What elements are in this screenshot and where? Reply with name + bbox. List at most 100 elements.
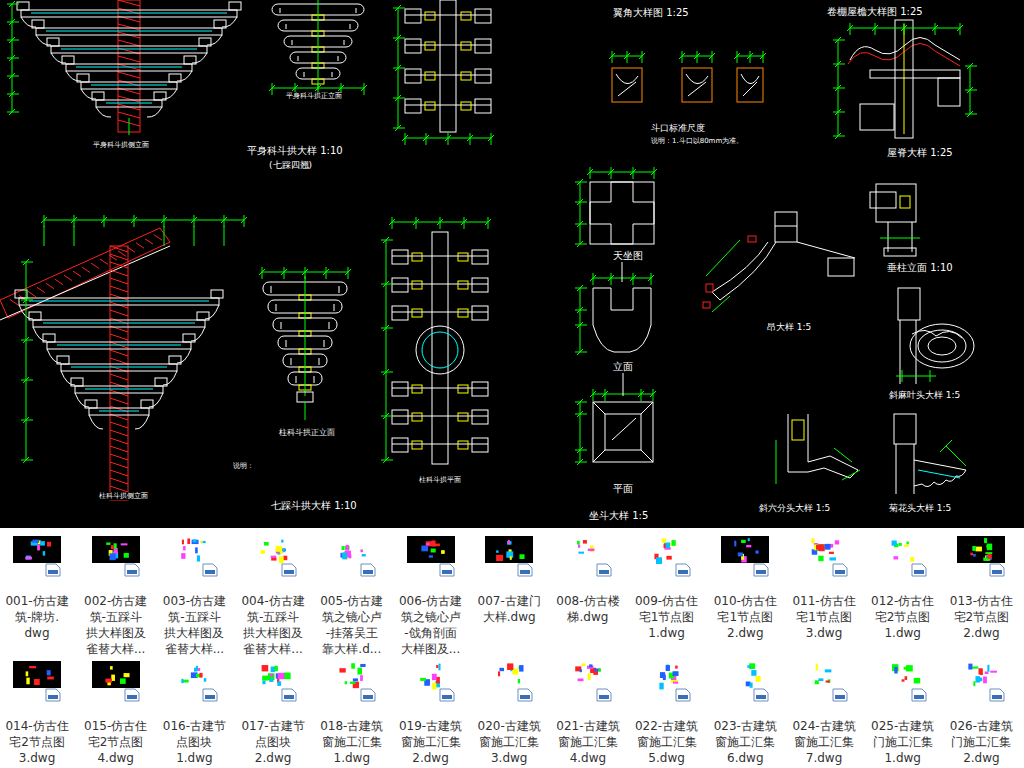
cad-line [737, 51, 738, 63]
cad-line [7, 58, 19, 59]
file-name: 005-仿古建 筑之镜心卢 -挂落吴王 靠大样.d... [320, 593, 384, 657]
cad-rect [412, 309, 422, 317]
file-tile: 023-古建筑 窗施工汇集 6.dwg [711, 660, 779, 766]
cad-rect [66, 64, 192, 71]
cad-line [880, 238, 920, 239]
file-name: 004-仿古建 筑-五踩斗 拱大样图及 雀替大样... [241, 593, 305, 657]
cad-rect [458, 281, 468, 289]
cad-path [590, 182, 654, 244]
cad-rect [425, 102, 435, 110]
drawing-label: 立面 [612, 361, 634, 373]
cad-rect [110, 246, 128, 500]
cad-line [110, 262, 128, 268]
cad-line [392, 388, 488, 389]
cad-line [393, 68, 405, 69]
cad-rect [458, 253, 468, 261]
cad-line [381, 284, 393, 285]
cad-path [51, 53, 66, 63]
cad-line [405, 133, 406, 145]
cad-line [641, 402, 653, 414]
cad-line [129, 118, 130, 135]
file-thumbnail [406, 660, 456, 702]
cad-rect [412, 413, 422, 421]
cad-line [339, 286, 340, 293]
cad-rect [47, 342, 191, 349]
cad-line [136, 243, 144, 248]
cad-line [706, 240, 740, 276]
cad-line [965, 66, 977, 67]
cad-line [118, 112, 140, 118]
cad-rect [860, 104, 894, 130]
cad-rect [29, 312, 41, 320]
cad-path [66, 71, 81, 81]
file-thumbnail [563, 660, 613, 702]
cad-line [405, 45, 491, 46]
cad-line [262, 267, 263, 279]
cad-line [393, 98, 405, 99]
file-name: 019-古建筑 窗施工汇集 2.dwg [399, 718, 463, 766]
cad-path [712, 242, 776, 300]
cad-line [344, 40, 345, 45]
file-thumbnail [327, 660, 377, 702]
cad-line [416, 217, 417, 229]
cad-path [135, 415, 149, 429]
cad-line [110, 278, 128, 284]
cad-line [750, 51, 751, 63]
cad-line [334, 304, 335, 311]
cad-rect [706, 284, 713, 292]
cad-rect [737, 68, 763, 102]
file-thumbnail [169, 660, 219, 702]
cad-line [392, 416, 488, 417]
cad-rect [612, 68, 642, 102]
cad-line [392, 312, 488, 313]
cad-line [110, 254, 128, 260]
cad-line [682, 51, 683, 63]
cad-rect [898, 288, 920, 320]
cad-line [763, 51, 764, 63]
cad-line [338, 56, 339, 61]
cad-rect [412, 253, 422, 261]
cad-line [904, 23, 905, 35]
file-tile: 013-仿古住 宅2节点图 2.dwg [947, 535, 1015, 641]
drawing-label: 柱科斗拱正立面 [278, 428, 336, 437]
cad-rect [211, 290, 223, 298]
cad-rect [461, 72, 471, 80]
cad-rect [405, 69, 421, 83]
file-thumbnail [484, 535, 534, 577]
cad-line [575, 325, 587, 326]
cad-line [590, 172, 654, 173]
file-tile: 020-古建筑 窗施工汇集 3.dwg [475, 660, 543, 766]
drawing-label: 垂柱立面 1:10 [886, 262, 954, 274]
cad-rect [472, 250, 488, 264]
cad-rect [461, 12, 471, 20]
cad-line [318, 0, 319, 90]
drawing-label: 昂大样 1:5 [766, 322, 812, 332]
cad-rect [61, 364, 177, 371]
file-tile: 025-古建筑 门施工汇集 1.dwg [869, 660, 937, 766]
cad-line [110, 398, 128, 404]
cad-line [110, 246, 128, 252]
cad-line [940, 440, 952, 452]
cad-line [904, 24, 905, 134]
cad-rect [828, 258, 854, 276]
file-tile: 018-古建筑 窗施工汇集 1.dwg [318, 660, 386, 766]
cad-line [194, 215, 195, 227]
cad-line [280, 8, 281, 13]
cad-line [448, 133, 449, 145]
cad-line [834, 448, 852, 462]
cad-line [110, 438, 128, 444]
cad-line [21, 460, 33, 461]
file-thumbnail [248, 660, 298, 702]
cad-drawing [0, 0, 1024, 528]
cad-line [110, 334, 128, 340]
cad-line [900, 320, 901, 384]
cad-line [788, 472, 808, 473]
cad-line [319, 358, 320, 365]
drawing-label: 柱科斗拱侧立面 [98, 492, 149, 500]
cad-line [611, 273, 612, 285]
cad-line [110, 478, 128, 484]
cad-line [7, 22, 19, 23]
cad-line [850, 23, 851, 35]
cad-rect [475, 69, 491, 83]
file-thumbnail [720, 660, 770, 702]
